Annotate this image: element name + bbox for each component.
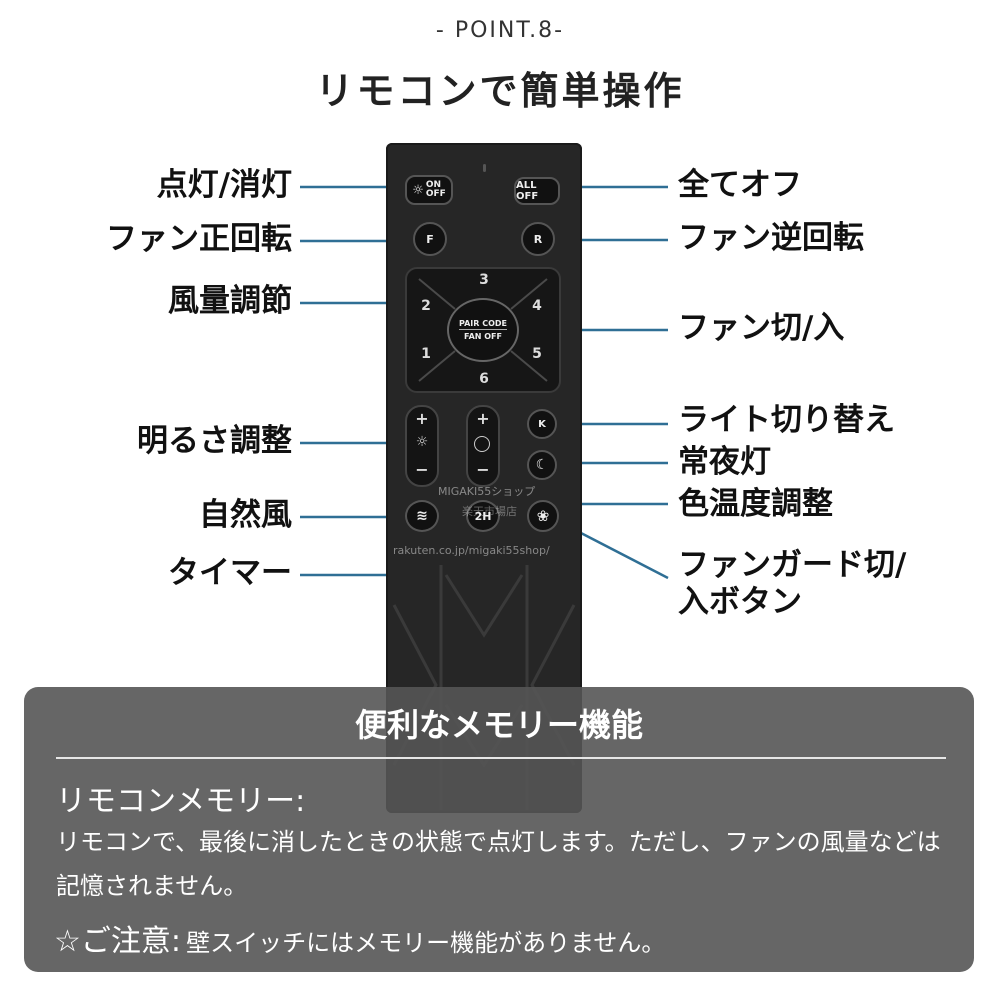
memory-panel (24, 687, 974, 972)
speed-6-button[interactable]: 6 (479, 371, 489, 387)
brightness-control (405, 405, 439, 487)
watermark-market: 楽天市場店 (462, 505, 517, 518)
caution-text: 壁スイッチにはメモリー機能がありません。 (186, 929, 666, 957)
all-off-button[interactable]: ALL OFF (514, 177, 560, 205)
power-button[interactable]: ☼ ON OFF (405, 175, 453, 205)
callout-brightness: 明るさ調整 (137, 423, 292, 459)
timer-button[interactable]: 2H (466, 500, 500, 532)
light-switch-button[interactable]: K (527, 409, 557, 439)
callout-light-switch: ライト切り替え (678, 402, 895, 438)
light-switch-icon: K (538, 418, 546, 430)
color-temp-down-button[interactable]: − (476, 460, 490, 479)
callout-fan-toggle: ファン切/入 (678, 310, 845, 346)
remote-indicator-led (483, 164, 486, 172)
watermark-url: rakuten.co.jp/migaki55shop/ (393, 544, 550, 557)
callout-timer: タイマー (168, 555, 292, 591)
speed-pad-dividers (418, 278, 548, 382)
fan-reverse-button[interactable]: R (521, 222, 555, 256)
watermark-shop: MIGAKI55ショップ (438, 485, 536, 498)
color-temp-up-button[interactable]: + (476, 409, 490, 428)
caution-label: ☆ご注意: (54, 924, 182, 959)
callout-fan-reverse: ファン逆回転 (678, 220, 864, 256)
speed-4-button[interactable]: 4 (532, 298, 542, 314)
callout-fan-guard-line2: 入ボタン (678, 584, 802, 620)
wind-icon: ≋ (416, 508, 428, 524)
memory-title: 便利なメモリー機能 (354, 706, 643, 744)
speed-3-button[interactable]: 3 (479, 272, 489, 288)
memory-divider (56, 757, 946, 759)
on-label: ON (425, 180, 442, 190)
sun-icon: ☼ (415, 434, 429, 450)
off-label: OFF (425, 189, 446, 199)
callout-fan-guard-line1: ファンガード切/ (678, 547, 907, 583)
callout-color-temp: 色温度調整 (678, 486, 833, 522)
callout-fan-forward: ファン正回転 (106, 221, 292, 257)
sun-icon: ☼ (412, 182, 424, 198)
fan-guard-button[interactable]: ❀ (527, 500, 559, 532)
callout-speed: 風量調節 (168, 283, 292, 319)
brightness-up-button[interactable]: + (415, 409, 429, 428)
fan-off-label: FAN OFF (464, 332, 502, 341)
rotate-forward-icon: F (426, 232, 434, 246)
caution-note: ☆ご注意: 壁スイッチにはメモリー機能がありません。 (54, 916, 665, 960)
point-label: - POINT.8- (435, 18, 565, 43)
rotate-reverse-icon: R (533, 232, 543, 246)
memory-description: リモコンで、最後に消したときの状態で点灯します。ただし、ファンの風量などは記憶さ… (56, 828, 941, 900)
callout-night-light: 常夜灯 (678, 444, 771, 480)
color-temp-icon (474, 436, 490, 452)
callout-power: 点灯/消灯 (156, 167, 292, 203)
memory-subtitle: リモコンメモリー: (56, 784, 306, 819)
night-light-button[interactable]: ☾ (527, 450, 557, 480)
fan-forward-button[interactable]: F (413, 222, 447, 256)
fan-guard-icon: ❀ (536, 507, 550, 525)
pair-code-label: PAIR CODE (458, 319, 508, 330)
callout-natural-wind: 自然風 (199, 497, 292, 533)
natural-wind-button[interactable]: ≋ (405, 500, 439, 532)
fan-toggle-button[interactable]: PAIR CODE FAN OFF (447, 298, 519, 362)
speed-2-button[interactable]: 2 (421, 298, 431, 314)
callout-all-off: 全てオフ (678, 167, 802, 203)
page-title: リモコンで簡単操作 (315, 69, 685, 113)
moon-icon: ☾ (535, 457, 549, 473)
brightness-down-button[interactable]: − (415, 460, 429, 479)
speed-5-button[interactable]: 5 (532, 346, 542, 362)
speed-1-button[interactable]: 1 (421, 346, 431, 362)
